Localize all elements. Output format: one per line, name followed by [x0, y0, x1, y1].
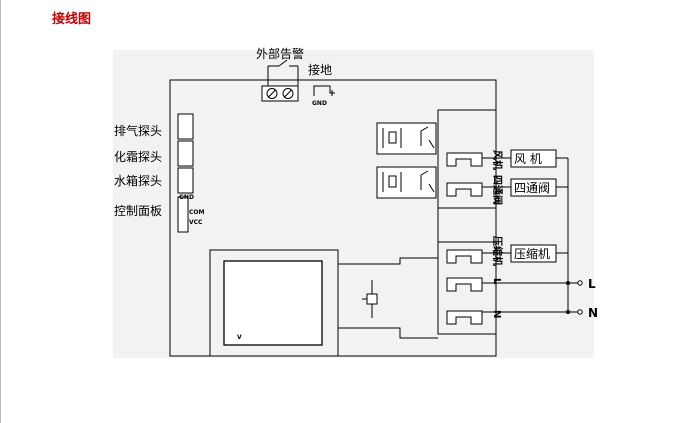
n-line-terminal — [577, 309, 583, 315]
terminal-fan-label: 风机 — [491, 150, 504, 170]
compressor-device-label: 压缩机 — [514, 246, 550, 261]
exhaust-probe-label: 排气探头 — [114, 123, 162, 138]
junction-dot-l — [566, 281, 570, 285]
terminal-compressor-label: 压缩机 — [491, 236, 504, 266]
pin-com-label: COM — [189, 209, 205, 216]
compressor-device-box — [510, 244, 557, 263]
tank-probe-label: 水箱探头 — [114, 173, 162, 188]
page-heading: 接线图 — [52, 12, 92, 27]
alarm-switch-icon — [267, 59, 299, 86]
l-line-terminal — [577, 280, 583, 286]
ground-connector — [313, 85, 335, 96]
defrost-probe-connector — [177, 140, 194, 167]
fan-terminal — [446, 152, 483, 167]
page-left-border — [0, 0, 1, 423]
fan-device-label: 风 机 — [514, 152, 542, 166]
n-terminal — [446, 310, 483, 325]
fan-relay-contact-icon — [382, 126, 435, 149]
transformer-v-label: V — [237, 334, 242, 341]
pin-vcc-label: VCC — [189, 219, 203, 226]
control-panel-label: 控制面板 — [114, 204, 162, 218]
terminal-valve-label: 四通阀 — [491, 175, 504, 205]
alarm-label: 外部告警 — [256, 46, 304, 61]
pin-gnd-label: GND — [179, 194, 194, 201]
valve-relay-contact-icon — [382, 170, 435, 193]
line-l-label: L — [588, 277, 596, 291]
valve-device-box — [510, 178, 557, 197]
tank-probe-connector — [177, 167, 194, 194]
ground-gnd-label: GND — [312, 100, 327, 107]
diagram-background — [113, 50, 594, 358]
ground-label: 接地 — [308, 62, 332, 77]
defrost-probe-label: 化霜探头 — [114, 150, 162, 164]
valve-device-label: 四通阀 — [514, 181, 550, 195]
compressor-terminal — [446, 249, 483, 264]
terminal-connectors — [446, 152, 483, 325]
fan-device-box — [510, 149, 557, 168]
junction-dot-n — [566, 310, 570, 314]
transformer-inner — [223, 260, 323, 346]
line-n-label: N — [588, 306, 598, 320]
control-panel-connector — [177, 196, 189, 233]
external-wiring — [482, 157, 578, 313]
valve-terminal — [446, 182, 483, 197]
terminal-l-label: L — [491, 278, 502, 285]
exhaust-probe-connector — [177, 113, 194, 140]
terminal-n-label: N — [491, 310, 502, 318]
alarm-terminal-block — [261, 85, 299, 102]
l-terminal — [446, 277, 483, 292]
transformer-outer — [209, 249, 339, 357]
main-relay — [338, 257, 438, 339]
